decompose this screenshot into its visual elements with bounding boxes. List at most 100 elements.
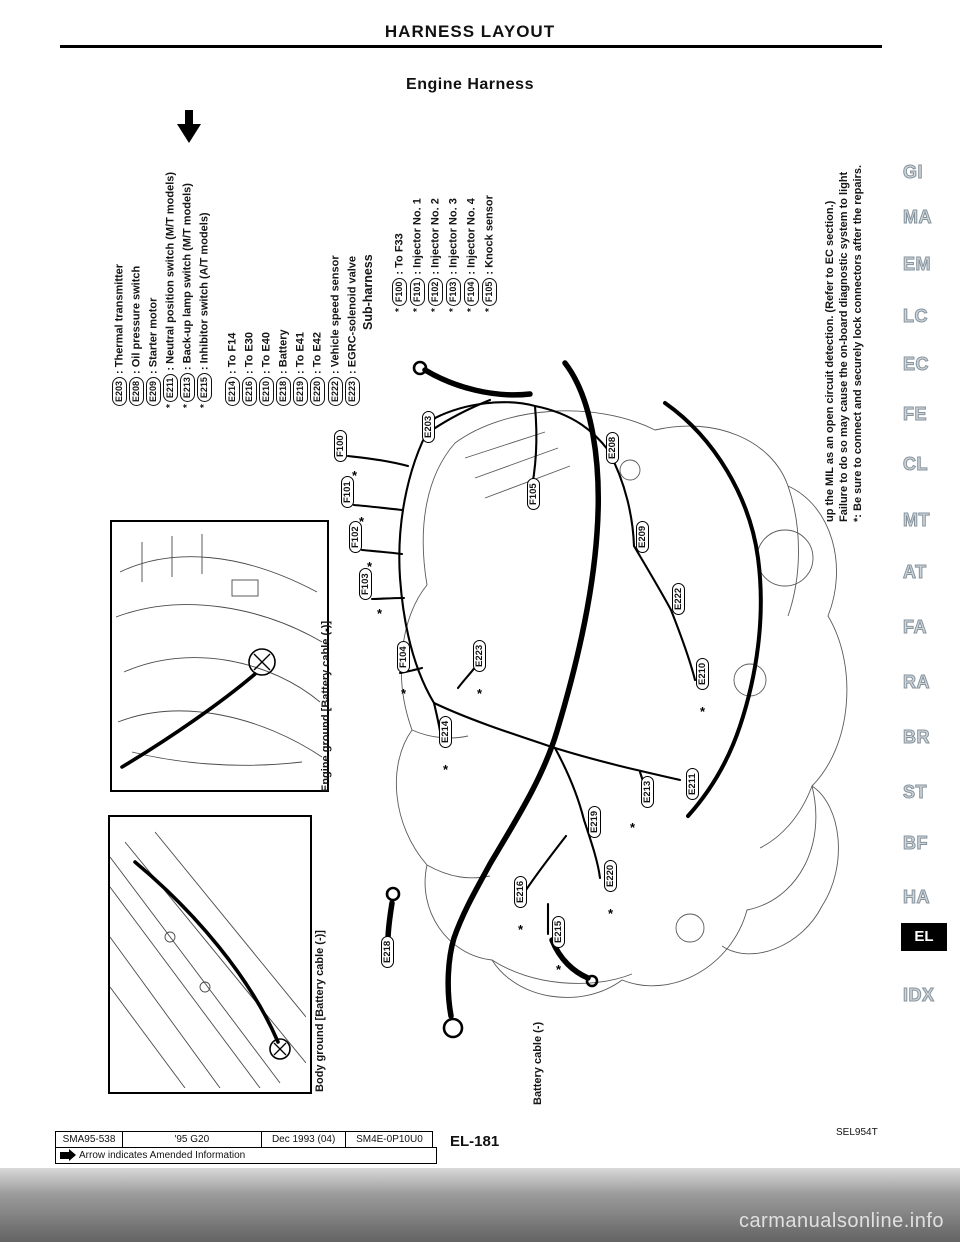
connector-code-badge: E210 bbox=[259, 376, 274, 406]
amend-arrow-icon bbox=[69, 1148, 76, 1161]
subharness-item: *F100 : To F33 bbox=[392, 233, 407, 312]
battery-cable-label: Battery cable (-) bbox=[532, 1021, 544, 1105]
section-tab-el-active: EL bbox=[901, 923, 947, 951]
connector-label: E210 bbox=[696, 657, 709, 690]
page-number: EL-181 bbox=[450, 1133, 500, 1150]
asterisk: * bbox=[401, 686, 407, 701]
asterisk: * bbox=[359, 514, 365, 529]
asterisk: * bbox=[377, 606, 383, 621]
subharness-item: *F102: Injector No. 2 bbox=[428, 198, 443, 312]
section-tab-mt: MT bbox=[903, 510, 931, 531]
connector-code-badge: F105 bbox=[482, 277, 497, 307]
legend-item: E208: Oil pressure switch bbox=[129, 266, 144, 408]
subharness-item: *F103: Injector No. 3 bbox=[446, 198, 461, 312]
connector-code-badge: E216 bbox=[242, 376, 257, 406]
section-tab-fa: FA bbox=[902, 617, 928, 638]
connector-code-badge: E220 bbox=[310, 376, 325, 406]
connector-label: E215 bbox=[552, 915, 565, 948]
asterisk: * bbox=[630, 820, 636, 835]
footer-amend-note: Arrow indicates Amended Information bbox=[55, 1146, 437, 1164]
connector-code-badge: E219 bbox=[293, 376, 308, 406]
connector-label: E222 bbox=[672, 582, 685, 615]
connector-label: F100 bbox=[334, 430, 347, 462]
connector-E222: E222 bbox=[668, 582, 686, 615]
asterisk: * bbox=[477, 686, 483, 701]
connector-code-badge: E213 bbox=[180, 373, 195, 403]
engine-ground-drawing bbox=[115, 534, 323, 769]
connector-label: F104 bbox=[397, 641, 410, 673]
connector-code-badge: E211 bbox=[163, 373, 178, 403]
footer-model: '95 G20 bbox=[121, 1131, 262, 1148]
footer-date: Dec 1993 (04) bbox=[260, 1131, 347, 1148]
asterisk: * bbox=[199, 404, 211, 408]
section-tab-ha: HA bbox=[903, 887, 931, 908]
asterisk: * bbox=[367, 559, 373, 574]
section-tab-br: BR bbox=[903, 727, 931, 748]
legend-label: : To F33 bbox=[393, 233, 406, 275]
legend-label: : To E42 bbox=[311, 331, 324, 374]
connector-label: E219 bbox=[588, 805, 601, 838]
legend-item: E214 : To F14 bbox=[225, 333, 240, 408]
connector-E210: E210 bbox=[692, 657, 710, 690]
asterisk: * bbox=[443, 762, 449, 777]
connector-label: E213 bbox=[641, 775, 654, 808]
section-tab-ra: RA bbox=[903, 672, 931, 693]
subharness-item: *F104 : Injector No. 4 bbox=[464, 198, 479, 312]
asterisk: * bbox=[165, 404, 177, 408]
connector-E215: E215 bbox=[548, 915, 566, 948]
section-tab-em: EM bbox=[903, 254, 932, 275]
connector-E214: E214 bbox=[435, 715, 453, 748]
connector-code-badge: E214 bbox=[225, 376, 240, 406]
connector-F104: F104 bbox=[393, 641, 411, 673]
legend-item: E210: To E40 bbox=[259, 332, 274, 408]
connector-label: E203 bbox=[422, 410, 435, 443]
legend-label: : To E41 bbox=[294, 331, 307, 374]
connector-E213: E213 bbox=[637, 775, 655, 808]
connector-label: E223 bbox=[473, 639, 486, 672]
asterisk: * bbox=[352, 468, 358, 483]
figure-ref-code: SEL954T bbox=[836, 1127, 878, 1138]
amend-note-text: Arrow indicates Amended Information bbox=[79, 1149, 246, 1161]
connector-code-badge: F102 bbox=[428, 277, 443, 307]
connector-code-badge: F100 bbox=[392, 277, 407, 307]
footer-info-row: SMA95-538 '95 G20 Dec 1993 (04) SM4E-0P1… bbox=[55, 1131, 434, 1148]
legend-item: E216 : To E30 bbox=[242, 332, 257, 408]
asterisk: * bbox=[448, 308, 460, 312]
section-tab-ma: MA bbox=[903, 207, 933, 228]
connector-label: E214 bbox=[439, 715, 452, 748]
connector-code-badge: E208 bbox=[129, 376, 144, 406]
connector-code-badge: F101 bbox=[410, 277, 425, 307]
subharness-item: *F105: Knock sensor bbox=[482, 195, 497, 312]
legend-item: E220 : To E42 bbox=[310, 332, 325, 408]
scan-bottom-band: carmanualsonline.info bbox=[0, 1168, 960, 1242]
legend-label: : Injector No. 4 bbox=[465, 198, 478, 275]
header-rule bbox=[60, 45, 882, 48]
asterisk: * bbox=[430, 308, 442, 312]
watermark-text: carmanualsonline.info bbox=[738, 1210, 944, 1232]
connector-E220: E220 bbox=[600, 859, 618, 892]
connector-F100: F100 bbox=[330, 430, 348, 462]
section-tab-cl: CL bbox=[903, 454, 929, 475]
legend-label: : To E30 bbox=[243, 331, 256, 374]
legend-item: E209: Starter motor bbox=[146, 298, 161, 408]
body-ground-inset bbox=[108, 815, 312, 1094]
legend-label: : To F14 bbox=[226, 332, 239, 374]
connector-F105: F105 bbox=[523, 478, 541, 510]
subharness-item: *F101: Injector No. 1 bbox=[410, 198, 425, 312]
connector-code-badge: E218 bbox=[276, 376, 291, 406]
connector-E208: E208 bbox=[602, 431, 620, 464]
asterisk: * bbox=[394, 308, 406, 312]
legend-item: E218: Battery bbox=[276, 329, 291, 408]
connector-label: E220 bbox=[604, 859, 617, 892]
section-tab-idx: IDX bbox=[903, 985, 935, 1006]
amend-arrow-icon bbox=[60, 1151, 69, 1159]
connector-code-badge: F104 bbox=[464, 277, 479, 307]
legend-item: *E213: Back-up lamp switch (M/T models) bbox=[180, 183, 195, 408]
asterisk: * bbox=[700, 704, 706, 719]
asterisk: * bbox=[466, 308, 478, 312]
legend-item: E203: Thermal transmitter bbox=[112, 264, 127, 408]
connector-label: E218 bbox=[381, 935, 394, 968]
legend-item: E219 : To E41 bbox=[293, 332, 308, 408]
page-header-title: HARNESS LAYOUT bbox=[384, 22, 556, 41]
